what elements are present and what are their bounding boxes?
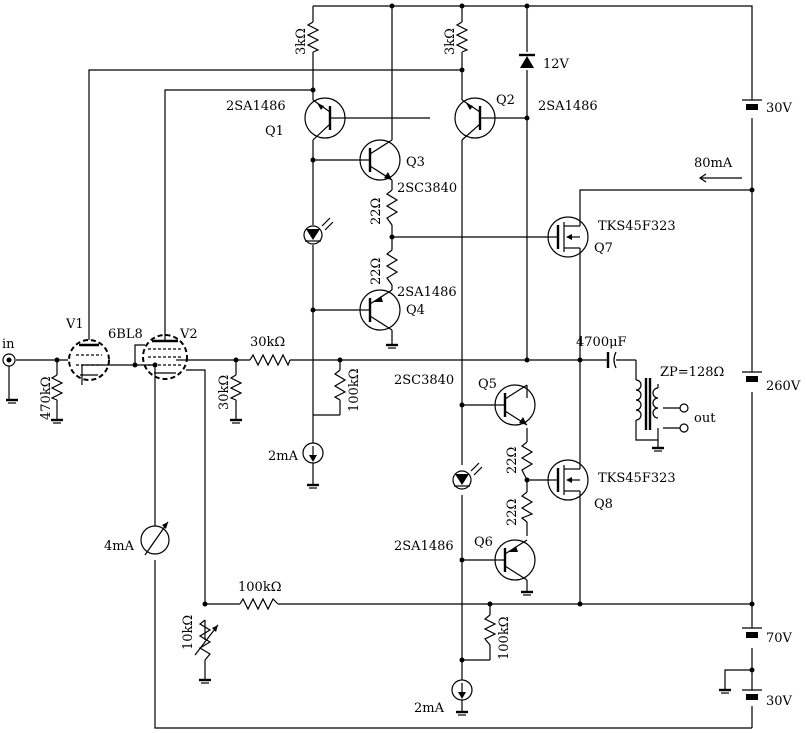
- resistor-shunt-mid: [333, 369, 347, 401]
- q8-part-label: TKS45F323: [598, 471, 676, 486]
- transistor-q2: [454, 97, 496, 141]
- current-source-upper: [302, 415, 324, 485]
- q3-part-label: 2SC3840: [397, 181, 457, 196]
- meter-4ma: [140, 520, 170, 556]
- transistor-q6: [493, 539, 536, 592]
- resistor-series: [249, 353, 291, 367]
- resistor-q2-emitter: [455, 21, 469, 53]
- r-lower-shunt-label: 100kΩ: [497, 617, 512, 660]
- wires: [16, 5, 753, 729]
- r-shunt-mid-label: 100kΩ: [347, 369, 362, 412]
- r-q2-emitter-label: 3kΩ: [443, 28, 458, 55]
- led-lower: [452, 462, 483, 490]
- resistor-upper-b: [385, 249, 399, 286]
- current-arrow: [698, 173, 742, 183]
- r-lower-a-label: 22Ω: [505, 447, 520, 474]
- transistor-q5: [493, 384, 536, 426]
- r-adjust-label: 10kΩ: [181, 615, 196, 650]
- q6-label: Q6: [474, 535, 493, 550]
- r-grid-in-label: 470kΩ: [39, 377, 54, 420]
- tube-v2-label: V2: [179, 327, 198, 342]
- supply-30v-bottom-label: 30V: [766, 694, 793, 709]
- transformer-label: ZP=128Ω: [660, 365, 724, 380]
- q5-label: Q5: [478, 377, 497, 392]
- resistor-lower-a: [520, 441, 534, 481]
- resistor-grid-in: [50, 374, 64, 401]
- q6-part-label: 2SA1486: [394, 539, 454, 554]
- transistor-q7: [547, 216, 589, 258]
- q5-part-label: 2SC3840: [394, 373, 454, 388]
- q4-label: Q4: [406, 303, 425, 318]
- q1-label: Q1: [265, 124, 284, 139]
- transistor-q1: [304, 97, 346, 141]
- transistor-q8: [547, 459, 589, 501]
- current-arrow-label: 80mA: [694, 156, 733, 171]
- r-lower-b-label: 22Ω: [505, 499, 520, 526]
- tube-v1: [68, 339, 110, 381]
- transistor-q3: [358, 139, 401, 181]
- r-shunt-left-label: 30kΩ: [217, 375, 232, 410]
- q4-part-label: 2SA1486: [397, 285, 457, 300]
- current-source-lower-label: 2mA: [414, 701, 445, 716]
- junction-dots: [54, 3, 755, 673]
- r-series-label: 30kΩ: [250, 335, 285, 350]
- r-upper-b-label: 22Ω: [369, 258, 384, 285]
- output-label: out: [694, 411, 716, 426]
- r-upper-a-label: 22Ω: [369, 198, 384, 225]
- capacitor-label: 4700μF: [576, 335, 627, 350]
- zener-label: 12V: [543, 57, 570, 72]
- resistor-lower-b: [520, 491, 534, 523]
- output-transformer: [635, 378, 689, 433]
- q3-label: Q3: [406, 155, 425, 170]
- q7-part-label: TKS45F323: [598, 219, 676, 234]
- meter-label: 4mA: [104, 539, 135, 554]
- q2-label: Q2: [496, 93, 515, 108]
- resistor-upper-a: [385, 189, 399, 226]
- supply-70v-label: 70V: [766, 631, 793, 646]
- input-jack: [2, 353, 16, 367]
- ground-symbols: [6, 343, 731, 716]
- resistor-q1-emitter: [306, 21, 320, 53]
- transistor-q4: [358, 289, 401, 345]
- zener-diode: [519, 53, 535, 68]
- resistor-shunt-left: [229, 374, 243, 401]
- q2-part-label: 2SA1486: [538, 99, 598, 114]
- q7-label: Q7: [594, 241, 613, 256]
- r-feedback-label: 100kΩ: [238, 580, 281, 595]
- tube-v2: [142, 334, 188, 380]
- resistor-symbols: [50, 21, 534, 661]
- q8-label: Q8: [594, 497, 613, 512]
- current-source-lower: [451, 660, 473, 712]
- tube-type-label: 6BL8: [108, 327, 143, 342]
- q1-part-label: 2SA1486: [226, 99, 286, 114]
- battery-symbols: [742, 99, 762, 700]
- led-upper: [303, 217, 334, 245]
- labels: in out V1 V2 6BL8 3kΩ 3kΩ 470kΩ 30kΩ 30k…: [2, 28, 801, 716]
- input-label: in: [2, 337, 15, 352]
- current-source-upper-label: 2mA: [268, 449, 299, 464]
- resistor-feedback: [239, 597, 279, 611]
- tube-v1-label: V1: [65, 317, 84, 332]
- supply-260v-label: 260V: [766, 379, 801, 394]
- supply-30v-top-label: 30V: [766, 101, 793, 116]
- resistor-adjust: [194, 619, 219, 661]
- output-capacitor: [606, 351, 617, 369]
- r-q1-emitter-label: 3kΩ: [294, 28, 309, 55]
- resistor-lower-shunt: [483, 614, 497, 646]
